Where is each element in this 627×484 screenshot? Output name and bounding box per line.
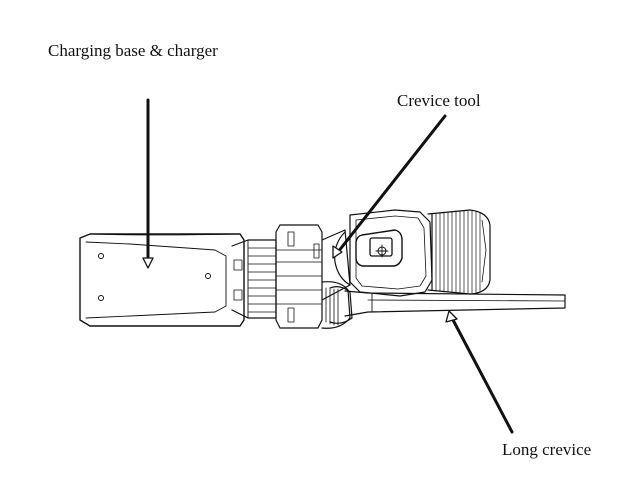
callout-arrow-charging-base xyxy=(142,98,154,269)
callout-arrow-crevice-tool xyxy=(332,114,447,259)
charging-base xyxy=(79,233,277,327)
label-long-crevice: Long crevice xyxy=(502,440,592,459)
callout-arrow-long-crevice xyxy=(445,310,514,434)
label-crevice-tool: Crevice tool xyxy=(397,91,481,110)
label-charging-base: Charging base & charger xyxy=(48,41,218,60)
crevice-tool-head xyxy=(334,209,491,297)
